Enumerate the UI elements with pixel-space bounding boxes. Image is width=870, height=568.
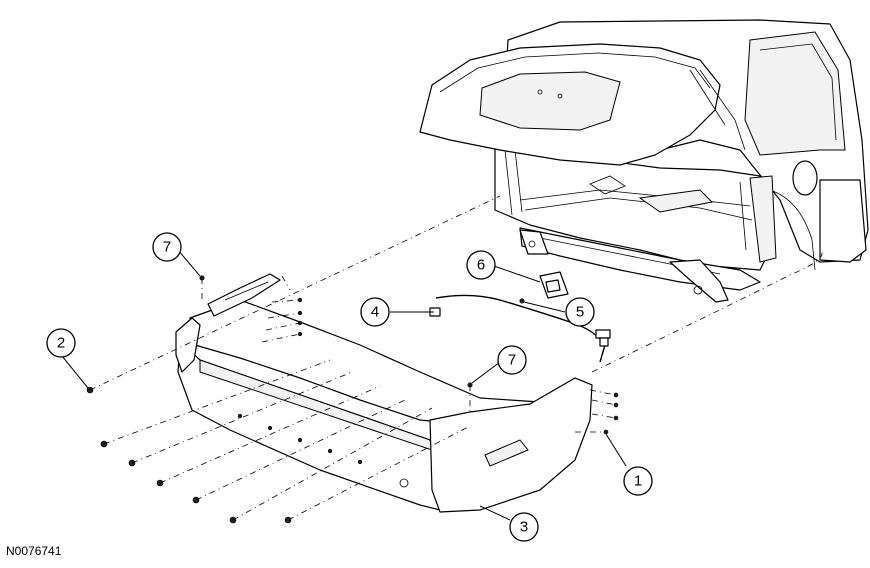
leader-lines bbox=[61, 249, 627, 521]
callout-2: 2 bbox=[46, 328, 76, 358]
liftgate bbox=[419, 43, 746, 166]
callout-3: 3 bbox=[509, 512, 539, 542]
callout-label: 1 bbox=[634, 473, 642, 490]
callout-label: 3 bbox=[520, 519, 528, 536]
callout-label: 7 bbox=[163, 239, 171, 256]
callout-1: 1 bbox=[623, 466, 653, 496]
callout-7-bottom: 7 bbox=[497, 345, 527, 375]
callout-5: 5 bbox=[565, 297, 595, 327]
callout-label: 4 bbox=[371, 304, 379, 321]
figure-id: N0076741 bbox=[6, 544, 62, 558]
callout-label: 5 bbox=[576, 304, 584, 321]
bumper-cover bbox=[175, 273, 593, 513]
callout-label: 2 bbox=[57, 335, 65, 352]
callout-4: 4 bbox=[360, 297, 390, 327]
alignment-lines bbox=[89, 195, 823, 521]
bracket-assembly bbox=[519, 271, 569, 304]
callout-6: 6 bbox=[466, 250, 496, 280]
callout-label: 6 bbox=[477, 257, 485, 274]
wiring-harness bbox=[429, 294, 611, 363]
callout-label: 7 bbox=[508, 352, 516, 369]
callout-7-top: 7 bbox=[152, 232, 182, 262]
